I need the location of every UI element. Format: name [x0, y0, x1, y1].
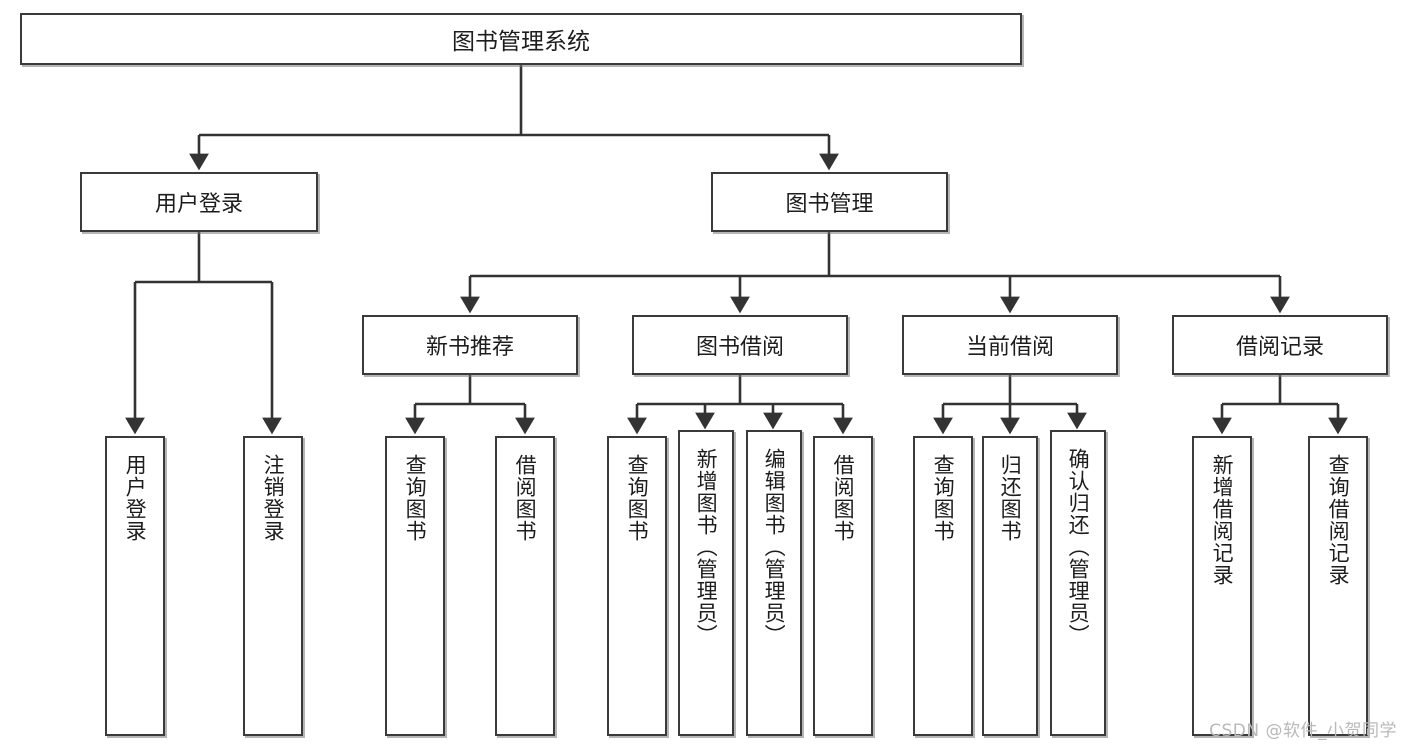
node-current-borrow[interactable]: 当前借阅 — [902, 315, 1118, 375]
leaf-borrow-book[interactable]: 借阅图书 — [813, 436, 873, 736]
leaf-add-book-admin[interactable]: 新增图书（管理员） — [678, 430, 734, 736]
leaf-user-login[interactable]: 用户登录 — [105, 436, 165, 736]
node-borrow-record[interactable]: 借阅记录 — [1172, 315, 1388, 375]
leaf-return-book[interactable]: 归还图书 — [982, 436, 1038, 736]
leaf-label: 新增图书（管理员） — [694, 448, 719, 646]
leaf-borrow-book-newbook[interactable]: 借阅图书 — [495, 436, 555, 736]
leaf-query-borrow-record[interactable]: 查询借阅记录 — [1308, 436, 1368, 736]
node-root-system[interactable]: 图书管理系统 — [20, 13, 1022, 65]
node-book-borrow[interactable]: 图书借阅 — [632, 315, 848, 375]
node-label: 用户登录 — [154, 192, 243, 217]
node-label: 图书管理系统 — [452, 29, 590, 55]
leaf-label: 借阅图书 — [513, 454, 538, 542]
leaf-label: 注销登录 — [261, 454, 286, 542]
node-book-management[interactable]: 图书管理 — [711, 172, 948, 232]
leaf-add-borrow-record[interactable]: 新增借阅记录 — [1192, 436, 1252, 736]
leaf-query-book-current[interactable]: 查询图书 — [913, 436, 973, 736]
node-label: 图书管理 — [785, 192, 874, 217]
leaf-label: 新增借阅记录 — [1210, 454, 1235, 586]
leaf-label: 归还图书 — [998, 454, 1023, 542]
leaf-label: 确认归还（管理员） — [1066, 448, 1091, 646]
leaf-label: 查询图书 — [625, 454, 650, 542]
node-label: 当前借阅 — [965, 335, 1054, 360]
leaf-label: 查询图书 — [931, 454, 956, 542]
leaf-query-book-borrow[interactable]: 查询图书 — [607, 436, 667, 736]
node-label: 借阅记录 — [1235, 335, 1324, 360]
leaf-edit-book-admin[interactable]: 编辑图书（管理员） — [746, 430, 802, 736]
node-label: 新书推荐 — [425, 335, 514, 360]
leaf-logout[interactable]: 注销登录 — [243, 436, 303, 736]
leaf-label: 查询图书 — [403, 454, 428, 542]
leaf-query-book-newbook[interactable]: 查询图书 — [385, 436, 445, 736]
leaf-label: 编辑图书（管理员） — [762, 448, 787, 646]
leaf-label: 借阅图书 — [831, 454, 856, 542]
leaf-confirm-return-admin[interactable]: 确认归还（管理员） — [1050, 430, 1106, 736]
leaf-label: 用户登录 — [123, 454, 148, 542]
leaf-label: 查询借阅记录 — [1326, 454, 1351, 586]
node-new-book-recommend[interactable]: 新书推荐 — [362, 315, 578, 375]
node-user-login[interactable]: 用户登录 — [80, 172, 318, 232]
node-label: 图书借阅 — [695, 335, 784, 360]
watermark: CSDN @软件_小贺同学 — [1209, 721, 1397, 741]
